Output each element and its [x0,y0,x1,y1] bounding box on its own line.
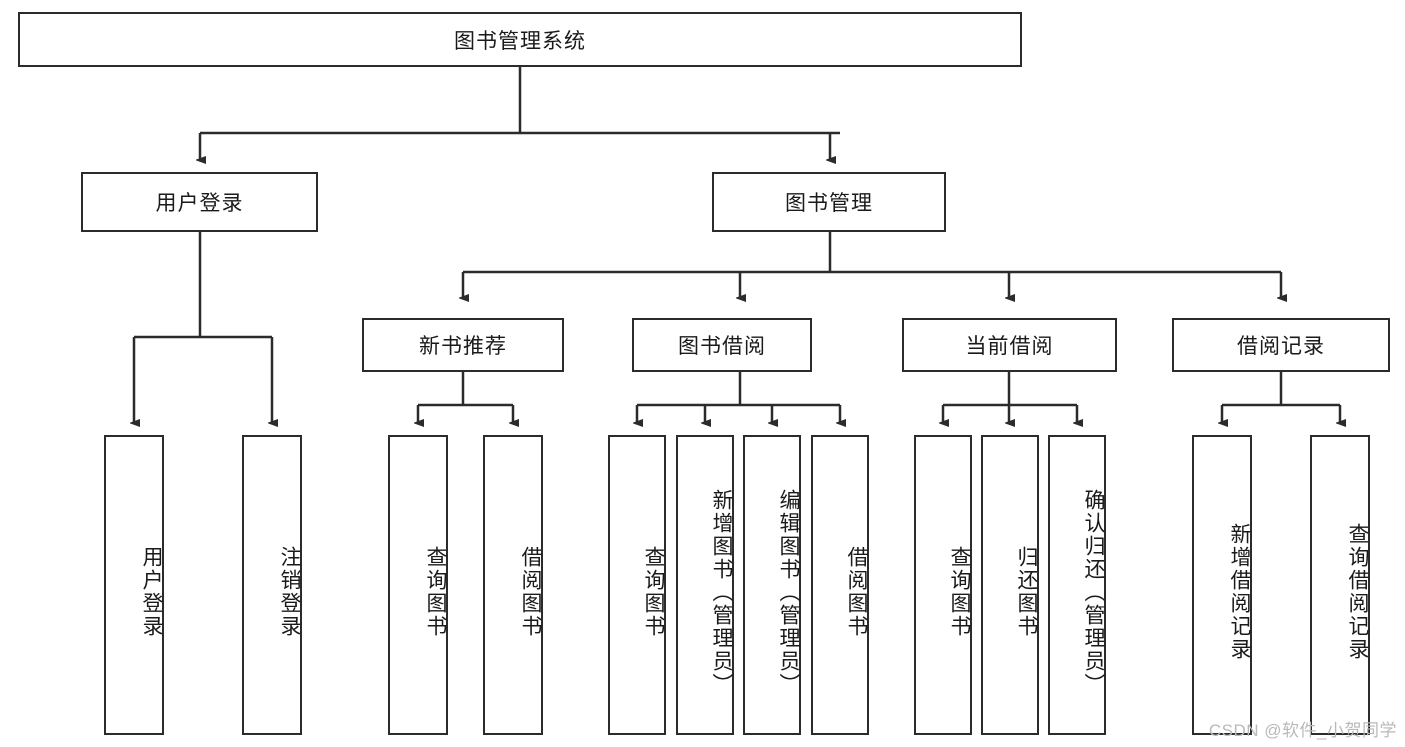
node-label: 查询图书 [424,546,447,638]
node-label: 当前借阅 [965,335,1054,358]
leaf-current-return-book[interactable]: 归还图书 [981,435,1039,735]
node-label: 借阅图书 [845,546,868,638]
node-label: 图书管理系统 [454,29,586,53]
node-label: 借阅图书 [519,546,542,638]
node-label: 用户登录 [140,546,163,638]
leaf-recommend-borrow-book[interactable]: 借阅图书 [483,435,543,735]
node-root-system[interactable]: 图书管理系统 [18,12,1022,67]
node-label: 注销登录 [278,546,301,638]
node-label: 查询借阅记录 [1346,523,1369,661]
node-label: 编辑图书（管理员） [777,488,800,696]
node-label: 查询图书 [642,546,665,638]
node-label: 借阅记录 [1237,335,1325,358]
node-borrow-record[interactable]: 借阅记录 [1172,318,1390,372]
node-new-book-recommend[interactable]: 新书推荐 [362,318,564,372]
watermark-text: CSDN @软件_小贺同学 [1208,721,1397,740]
leaf-borrow-query-book[interactable]: 查询图书 [608,435,666,735]
leaf-user-logout[interactable]: 注销登录 [242,435,302,735]
node-label: 查询图书 [948,546,971,638]
node-label: 用户登录 [155,192,244,215]
node-book-borrow[interactable]: 图书借阅 [632,318,812,372]
leaf-user-login[interactable]: 用户登录 [104,435,164,735]
node-label: 新书推荐 [419,335,507,358]
leaf-recommend-query-book[interactable]: 查询图书 [388,435,448,735]
node-label: 图书管理 [785,192,873,215]
node-label: 归还图书 [1015,546,1038,638]
node-book-management[interactable]: 图书管理 [712,172,946,232]
node-label: 图书借阅 [678,335,766,358]
node-label: 新增借阅记录 [1228,523,1251,661]
node-user-login[interactable]: 用户登录 [81,172,318,232]
node-current-borrow[interactable]: 当前借阅 [902,318,1117,372]
leaf-current-confirm-return-admin[interactable]: 确认归还（管理员） [1048,435,1106,735]
leaf-borrow-borrow-book[interactable]: 借阅图书 [811,435,869,735]
leaf-record-query-record[interactable]: 查询借阅记录 [1310,435,1370,735]
leaf-current-query-book[interactable]: 查询图书 [914,435,972,735]
leaf-record-add-record[interactable]: 新增借阅记录 [1192,435,1252,735]
node-label: 新增图书（管理员） [710,488,733,696]
node-label: 确认归还（管理员） [1082,488,1105,696]
leaf-borrow-add-book-admin[interactable]: 新增图书（管理员） [676,435,734,735]
leaf-borrow-edit-book-admin[interactable]: 编辑图书（管理员） [743,435,801,735]
